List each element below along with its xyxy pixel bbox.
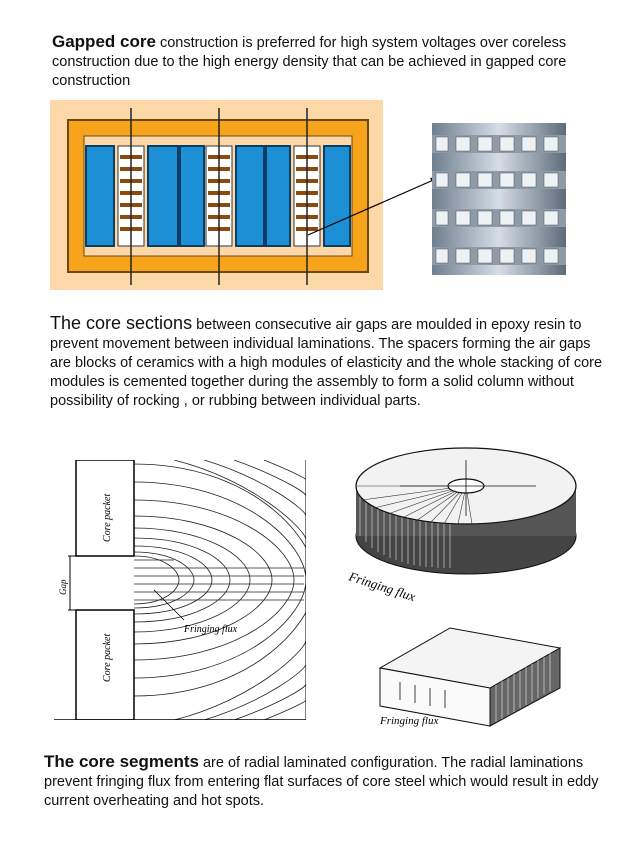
core-packet-bottom-label: Core packet xyxy=(102,634,113,682)
block-fringing-flux-label: Fringing flux xyxy=(379,715,438,727)
core-stack-photo xyxy=(432,123,566,275)
gapped-core-diagram xyxy=(50,100,383,290)
gap-label: Gap xyxy=(58,579,68,595)
radial-core-disc: Fringing flux xyxy=(346,447,577,604)
winding-left-outer xyxy=(85,145,115,247)
core-packet-top-label: Core packet xyxy=(102,494,113,542)
fringing-flux-diagram: Gap Core packet Core packet Fringing flu… xyxy=(54,460,306,720)
winding-2b xyxy=(265,145,291,247)
laminated-block: Fringing flux xyxy=(378,627,562,727)
core-packet-bottom xyxy=(75,609,135,720)
pointer-arrow xyxy=(307,176,442,236)
text-core-segments: are of radial laminated configuration. T… xyxy=(44,755,599,809)
disc-fringing-flux-label: Fringing flux xyxy=(346,568,417,604)
paragraph-gapped-core: Gapped core construction is preferred fo… xyxy=(52,32,622,91)
block-side xyxy=(489,647,561,727)
winding-2a xyxy=(235,145,265,247)
text-gapped-core: construction is preferred for high syste… xyxy=(52,35,567,89)
paragraph-core-segments: The core segments are of radial laminate… xyxy=(44,752,629,811)
flux-lines xyxy=(133,460,306,720)
fringing-flux-label: Fringing flux xyxy=(183,624,238,635)
winding-1a xyxy=(147,145,179,247)
text-core-sections: between consecutive air gaps are moulded… xyxy=(50,317,603,409)
paragraph-core-sections: The core sections between consecutive ai… xyxy=(50,314,615,411)
lead-core-sections: The core sections xyxy=(50,313,193,333)
lead-core-segments: The core segments xyxy=(44,752,199,771)
block-flux-arrows xyxy=(399,682,446,708)
winding-1b xyxy=(179,145,205,247)
core-packet-top xyxy=(75,460,135,557)
winding-right-outer xyxy=(323,145,351,247)
lead-gapped-core: Gapped core xyxy=(52,32,156,51)
